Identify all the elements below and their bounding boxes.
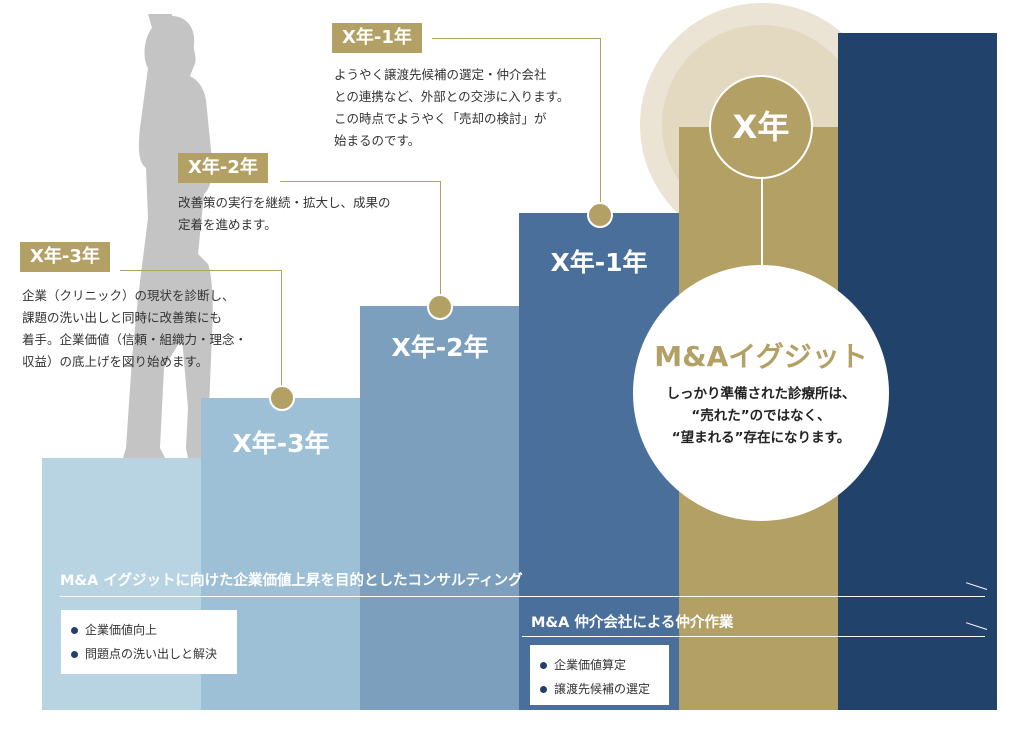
- callout-desc-x-2: 改善策の実行を継続・拡大し、成果の定着を進めます。: [178, 195, 391, 232]
- callout-tag-x-3: X年-3年: [20, 242, 110, 272]
- marker-x-1: [587, 202, 613, 228]
- step-label: X年-3年: [232, 429, 330, 458]
- callout-desc-x-3: 企業（クリニック）の現状を診断し、課題の洗い出しと同時に改善策にも着手。企業価値…: [22, 288, 248, 369]
- person-silhouette-icon: [121, 14, 228, 464]
- step-label: X年-1年: [550, 248, 648, 277]
- phase-box-consulting: 企業価値向上問題点の洗い出しと解決: [61, 610, 237, 674]
- phase-box-brokerage: 企業価値算定譲渡先候補の選定: [530, 645, 669, 705]
- step-label: X年-2年: [391, 333, 489, 362]
- marker-x-2: [427, 294, 453, 320]
- marker-x-3: [269, 385, 295, 411]
- year-x-badge: X年: [709, 75, 813, 179]
- goal-circle: M&Aイグジット しっかり準備された診療所は、“売れた”のではなく、“望まれる”…: [633, 265, 889, 521]
- step-x-2: X年-2年: [360, 306, 520, 710]
- callout-tag-x-2: X年-2年: [178, 153, 268, 183]
- phase-arrow-consulting: [60, 596, 985, 597]
- callout-desc-x-1: ようやく譲渡先候補の選定・仲介会社との連携など、外部との交渉に入ります。この時点…: [334, 67, 570, 148]
- callout-tag-x-1: X年-1年: [332, 23, 422, 53]
- phase-arrow-brokerage: [522, 636, 985, 637]
- goal-desc: しっかり準備された診療所は、“売れた”のではなく、“望まれる”存在になります。: [666, 386, 856, 446]
- goal-title: M&Aイグジット: [654, 340, 868, 373]
- phase-title-consulting: M&A イグジットに向けた企業価値上昇を目的としたコンサルティング: [60, 573, 523, 589]
- phase-title-brokerage: M&A 仲介会社による仲介作業: [531, 615, 734, 631]
